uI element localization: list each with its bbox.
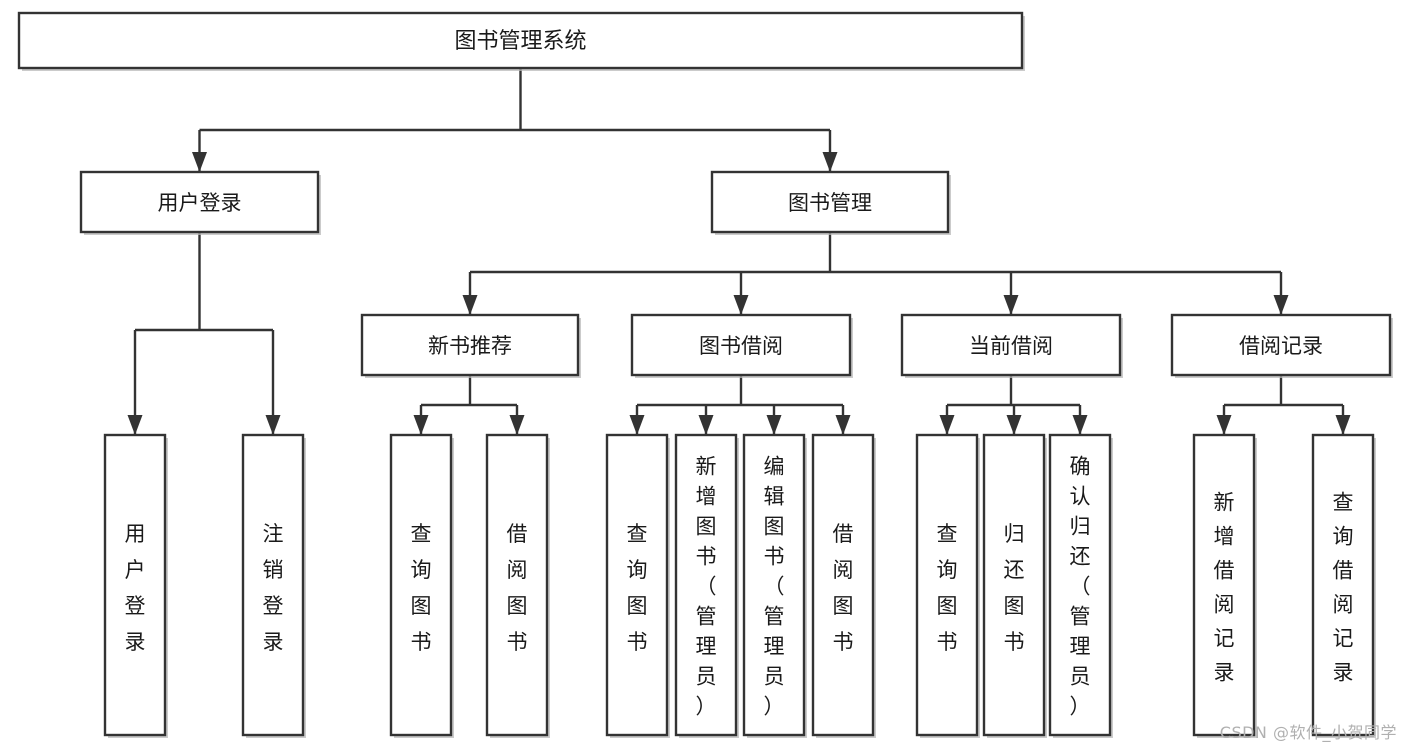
arrow-head bbox=[1273, 295, 1289, 315]
leaf-node-7[interactable]: 编辑图书（管理员） bbox=[742, 433, 807, 738]
connector-group bbox=[413, 375, 525, 435]
arrow-head bbox=[1335, 415, 1351, 435]
box-outline bbox=[900, 313, 1122, 377]
leaf-label: 查询图书 bbox=[627, 522, 648, 654]
connector-group bbox=[192, 68, 838, 172]
level3-node-3[interactable]: 当前借阅 bbox=[900, 313, 1123, 378]
arrow-head bbox=[265, 415, 281, 435]
leaf-node-2[interactable]: 注销登录 bbox=[241, 433, 306, 738]
connector-layer bbox=[127, 68, 1351, 435]
leaf-node-5[interactable]: 查询图书 bbox=[605, 433, 670, 738]
box-outline bbox=[811, 433, 875, 737]
box-outline bbox=[915, 433, 979, 737]
level3-node-2[interactable]: 图书借阅 bbox=[630, 313, 853, 378]
connector-group bbox=[127, 232, 281, 435]
leaf-label: 借阅图书 bbox=[507, 522, 528, 654]
box-outline bbox=[710, 170, 950, 234]
leaf-label: 归还图书 bbox=[1004, 522, 1025, 654]
leaf-node-11[interactable]: 确认归还（管理员） bbox=[1048, 433, 1113, 738]
leaf-label: 查询图书 bbox=[411, 522, 432, 654]
arrow-head bbox=[698, 415, 714, 435]
node-label: 图书管理系统 bbox=[454, 29, 586, 54]
box-outline bbox=[1311, 433, 1375, 737]
arrow-head bbox=[629, 415, 645, 435]
level3-node-4[interactable]: 借阅记录 bbox=[1170, 313, 1393, 378]
box-outline bbox=[17, 11, 1024, 70]
leaf-label: 查询借阅记录 bbox=[1333, 491, 1354, 685]
arrow-head bbox=[413, 415, 429, 435]
arrow-head bbox=[509, 415, 525, 435]
node-label: 借阅记录 bbox=[1239, 334, 1323, 358]
arrow-head bbox=[1006, 415, 1022, 435]
leaf-label: 确认归还（管理员） bbox=[1070, 454, 1091, 718]
box-outline bbox=[982, 433, 1046, 737]
leaf-label: 借阅图书 bbox=[833, 522, 854, 654]
leaf-node-1[interactable]: 用户登录 bbox=[103, 433, 168, 738]
leaf-node-9[interactable]: 查询图书 bbox=[915, 433, 980, 738]
leaf-node-13[interactable]: 查询借阅记录 bbox=[1311, 433, 1376, 738]
node-label: 新书推荐 bbox=[428, 334, 512, 358]
box-outline bbox=[79, 170, 320, 234]
box-outline bbox=[241, 433, 305, 737]
level2-node-1[interactable]: 用户登录 bbox=[79, 170, 321, 235]
node-label: 图书借阅 bbox=[699, 334, 783, 358]
leaf-label: 注销登录 bbox=[263, 522, 284, 654]
arrow-head bbox=[1216, 415, 1232, 435]
leaf-label: 新增借阅记录 bbox=[1214, 491, 1235, 685]
leaf-label: 新增图书（管理员） bbox=[696, 454, 717, 718]
csdn-watermark: CSDN @软件_小贺同学 bbox=[1219, 723, 1397, 742]
arrow-head bbox=[939, 415, 955, 435]
leaf-node-3[interactable]: 查询图书 bbox=[389, 433, 454, 738]
arrow-head bbox=[766, 415, 782, 435]
arrow-head bbox=[1072, 415, 1088, 435]
box-outline bbox=[605, 433, 669, 737]
level2-node-2[interactable]: 图书管理 bbox=[710, 170, 951, 235]
box-outline bbox=[1192, 433, 1256, 737]
arrow-head bbox=[1003, 295, 1019, 315]
box-outline bbox=[103, 433, 167, 737]
box-outline bbox=[630, 313, 852, 377]
node-label: 用户登录 bbox=[158, 191, 242, 215]
leaf-node-4[interactable]: 借阅图书 bbox=[485, 433, 550, 738]
arrow-head bbox=[462, 295, 478, 315]
arrow-head bbox=[835, 415, 851, 435]
root-node-1[interactable]: 图书管理系统 bbox=[17, 11, 1025, 71]
leaf-node-12[interactable]: 新增借阅记录 bbox=[1192, 433, 1257, 738]
box-outline bbox=[485, 433, 549, 737]
connector-group bbox=[939, 375, 1088, 435]
connector-group bbox=[629, 375, 851, 435]
leaf-node-8[interactable]: 借阅图书 bbox=[811, 433, 876, 738]
leaf-node-6[interactable]: 新增图书（管理员） bbox=[674, 433, 739, 738]
box-outline bbox=[360, 313, 580, 377]
level3-node-1[interactable]: 新书推荐 bbox=[360, 313, 581, 378]
node-label: 图书管理 bbox=[788, 191, 872, 215]
node-layer: 图书管理系统用户登录图书管理新书推荐图书借阅当前借阅借阅记录用户登录注销登录查询… bbox=[17, 11, 1393, 738]
connector-group bbox=[462, 232, 1289, 315]
leaf-label: 编辑图书（管理员） bbox=[764, 454, 785, 718]
leaf-node-10[interactable]: 归还图书 bbox=[982, 433, 1047, 738]
leaf-label: 用户登录 bbox=[125, 522, 146, 654]
connector-group bbox=[1216, 375, 1351, 435]
arrow-head bbox=[192, 152, 207, 172]
box-outline bbox=[389, 433, 453, 737]
box-outline bbox=[1048, 433, 1112, 737]
leaf-label: 查询图书 bbox=[937, 522, 958, 654]
arrow-head bbox=[127, 415, 143, 435]
box-outline bbox=[674, 433, 738, 737]
box-outline bbox=[742, 433, 806, 737]
node-label: 当前借阅 bbox=[969, 334, 1053, 358]
arrow-head bbox=[733, 295, 749, 315]
arrow-head bbox=[822, 152, 838, 172]
box-outline bbox=[1170, 313, 1392, 377]
